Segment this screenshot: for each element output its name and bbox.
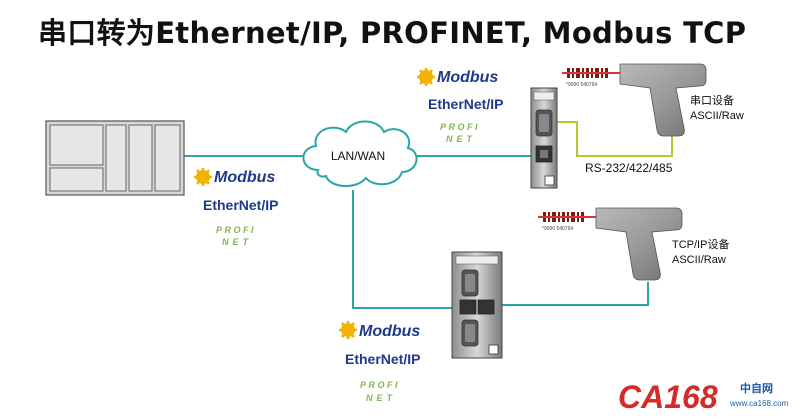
serial-link — [545, 121, 673, 157]
net-logo-text: NET — [446, 134, 476, 144]
serial-device-label-line1: 串口设备 — [690, 93, 734, 107]
modbus-gear-icon — [194, 168, 212, 186]
phoenix-logo-icon — [488, 344, 499, 355]
gateway-module-bottom — [451, 251, 503, 359]
scanner-gun-icon — [619, 63, 707, 137]
watermark-tagline: 中自网 — [740, 381, 773, 395]
cloud-label: LAN/WAN — [331, 149, 385, 163]
network-links — [184, 121, 673, 309]
ethernetip-logo-text: EtherNet/IP — [345, 351, 420, 367]
barcode-icon — [562, 68, 622, 78]
modbus-logo-text: Modbus — [214, 169, 275, 186]
serial-link-label: RS-232/422/485 — [585, 161, 673, 175]
serial-device-label-line2: ASCII/Raw — [690, 110, 744, 122]
tcp-device-label-line2: ASCII/Raw — [672, 254, 726, 266]
modbus-logo-text: Modbus — [437, 69, 498, 86]
link-cloud-to-gateway-bottom — [352, 190, 460, 309]
hmi-panel — [45, 120, 185, 196]
gateway-module-top — [530, 87, 558, 189]
scanner-gun-icon — [595, 207, 683, 281]
protocol-logos-left: Modbus EtherNet/IP PROFI NET — [194, 168, 278, 247]
cloud-lan-wan: LAN/WAN — [302, 120, 418, 187]
protocol-logos-bottom: Modbus EtherNet/IP PROFI NET — [339, 321, 420, 403]
protocol-logos-top: Modbus EtherNet/IP PROFI NET — [417, 68, 503, 144]
ethernet-port-icon — [477, 299, 495, 315]
link-gateway-to-tcp-device — [492, 282, 649, 306]
ethernetip-logo-text: EtherNet/IP — [203, 197, 278, 213]
modbus-logo-text: Modbus — [359, 323, 420, 340]
barcode-caption: *9000 540764 — [566, 82, 597, 88]
tcp-device-label-line1: TCP/IP设备 — [672, 237, 729, 251]
profi-logo-text: PROFI — [440, 122, 480, 132]
ethernetip-logo-text: EtherNet/IP — [428, 96, 503, 112]
profi-logo-text: PROFI — [216, 225, 256, 235]
page-title: 串口转为Ethernet/IP, PROFINET, Modbus TCP — [38, 16, 747, 50]
ethernet-port-icon — [459, 299, 477, 315]
tcp-barcode-scanner: *9000 540764 TCP/IP设备 ASCII/Raw — [538, 207, 729, 281]
watermark-logo: CA168 中自网 www.ca168.com — [618, 379, 789, 415]
modbus-gear-icon — [417, 68, 435, 86]
profi-logo-text: PROFI — [360, 380, 400, 390]
modbus-gear-icon — [339, 321, 357, 339]
serial-barcode-scanner: *9000 540764 串口设备 ASCII/Raw — [562, 63, 744, 137]
net-logo-text: NET — [222, 237, 252, 247]
barcode-icon — [538, 212, 598, 222]
watermark-brand: CA168 — [618, 379, 718, 415]
net-logo-text: NET — [366, 393, 396, 403]
watermark-url: www.ca168.com — [729, 399, 789, 408]
barcode-caption: *9000 540764 — [542, 226, 573, 232]
phoenix-logo-icon — [544, 175, 555, 186]
